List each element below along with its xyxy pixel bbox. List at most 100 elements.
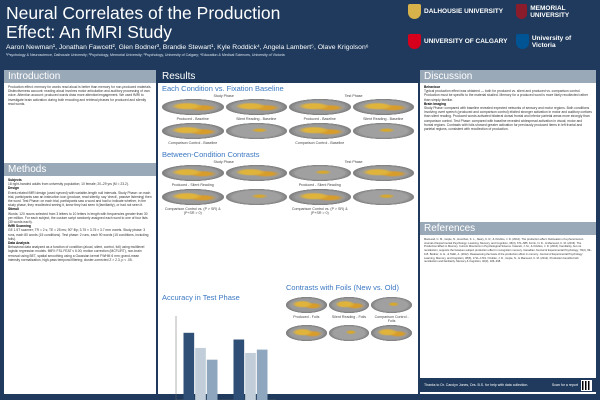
- analysis-text: Behavioral data analyzed as a function o…: [8, 245, 145, 262]
- brain-map-image: [328, 325, 370, 341]
- stimuli-label: Stimuli: [8, 207, 19, 212]
- brain-map-image: [371, 325, 412, 341]
- dalhousie-crest-icon: [408, 4, 421, 19]
- brain-map-image: [328, 297, 370, 313]
- foil-caption: Silent Reading - Foils: [331, 315, 367, 319]
- results-column: Results Each Condition vs. Fixation Base…: [158, 70, 418, 400]
- brain-map-image: [162, 99, 224, 115]
- foils-brain-grid: Produced - Foils Silent Reading - Foils …: [282, 296, 416, 342]
- brain-map-image: [352, 99, 414, 115]
- foils-heading: Contrasts with Foils (New vs. Old): [286, 283, 399, 292]
- design-label: Design: [8, 186, 19, 191]
- contrast-caption: [353, 183, 415, 187]
- university-logos: DALHOUSIE UNIVERSITY MEMORIAL UNIVERSITY…: [408, 4, 596, 66]
- contrast-caption: Comparison Control vs. (P > SR) & (P+SR …: [291, 207, 348, 215]
- analysis-label: Data Analysis: [8, 241, 30, 246]
- scan-label: Scan for a report: [551, 383, 578, 387]
- brain-caption: Produced - Baseline: [176, 117, 209, 121]
- victoria-logo: University of Victoria: [516, 34, 596, 49]
- between-condition-heading: Between-Condition Contrasts: [162, 150, 260, 159]
- baseline-brain-grid: Produced - Baseline Silent Reading - Bas…: [158, 98, 418, 146]
- brain-map-image: [352, 165, 414, 181]
- memorial-logo-text: MEMORIAL UNIVERSITY: [530, 4, 570, 19]
- brain-map-image: [225, 99, 287, 115]
- poster-footer: Thanks to Dr. Carolyn Jones, Drs. B.S. f…: [420, 378, 596, 392]
- stimuli-text: Words: 120 nouns selected from 3 letters…: [8, 211, 148, 225]
- accuracy-bar: [195, 347, 206, 400]
- accuracy-heading: Accuracy in Test Phase: [162, 293, 240, 302]
- right-column: Discussion Behaviour Typical production …: [420, 70, 596, 394]
- each-condition-heading: Each Condition vs. Fixation Baseline: [162, 84, 284, 93]
- imaging-text: GE 1.5T scanner; TR = 2 s; TE = 25 ms; 9…: [8, 228, 149, 241]
- imaging-label: fMRI Scanning: [8, 224, 31, 229]
- study-phase-label: Study Phase: [213, 94, 234, 98]
- affiliations: ¹Psychology & Neuroscience, Dalhousie Un…: [6, 53, 285, 57]
- brain-map-image: [289, 99, 351, 115]
- accuracy-chart: StudyTest: [162, 308, 280, 400]
- brain-map-image: [162, 165, 224, 181]
- methods-heading: Methods: [4, 163, 156, 176]
- author-list: Aaron Newman¹, Jonathan Fawcett², Glen B…: [6, 44, 369, 51]
- contrast-caption: [226, 207, 288, 215]
- brain-map-image: [286, 297, 327, 313]
- brain-map-image: [225, 165, 287, 181]
- methods-body: Subjects 18 right-handed adults from uni…: [4, 176, 156, 264]
- calgary-crest-icon: [408, 34, 421, 49]
- accuracy-bar: [256, 349, 268, 400]
- brain-imaging-text: Study Phase: compared with baseline reve…: [424, 106, 592, 132]
- brain-caption: Comparison Control - Baseline: [295, 141, 345, 145]
- accuracy-bar: [233, 339, 245, 400]
- behaviour-label: Behaviour: [424, 85, 441, 89]
- brain-map-image: [352, 189, 414, 205]
- brain-map-image: [286, 325, 327, 341]
- memorial-logo: MEMORIAL UNIVERSITY: [516, 4, 596, 19]
- contrast-caption: [353, 207, 415, 215]
- subjects-label: Subjects: [8, 178, 22, 182]
- discussion-heading: Discussion: [420, 70, 596, 83]
- foil-caption: Comparison Control - Foils: [374, 315, 409, 323]
- results-heading: Results: [158, 70, 418, 83]
- brain-map-image: [162, 123, 224, 139]
- accuracy-bar: [183, 332, 195, 400]
- study-phase-label: Study Phase: [213, 160, 234, 164]
- accuracy-bar-chart: StudyTest: [175, 316, 276, 400]
- brain-caption: Silent Reading - Baseline: [363, 117, 404, 121]
- memorial-crest-icon: [516, 4, 528, 19]
- accuracy-bar: [245, 352, 256, 400]
- qr-area: Scan for a report: [551, 379, 592, 391]
- phase-labels: Study Phase Test Phase: [158, 94, 418, 98]
- victoria-crest-icon: [516, 34, 529, 49]
- brain-map-image: [289, 165, 351, 181]
- accuracy-bar: [206, 359, 218, 400]
- contrast-caption: [226, 183, 288, 187]
- brain-caption: Comparison Control - Baseline: [168, 141, 218, 145]
- acknowledgements: Thanks to Dr. Carolyn Jones, Drs. B.S. f…: [424, 383, 529, 387]
- foil-caption: Produced - Foils: [293, 315, 320, 319]
- brain-imaging-label: Brain Imaging: [424, 101, 446, 106]
- between-phase-labels: Study Phase Test Phase: [158, 160, 418, 164]
- brain-map-image: [289, 123, 351, 139]
- brain-caption: [226, 141, 288, 145]
- contrast-caption: Comparison Control vs. (P > SR) & (P+SR …: [164, 207, 221, 215]
- dalhousie-logo: DALHOUSIE UNIVERSITY: [408, 4, 503, 19]
- intro-text: Production effect: memory for words read…: [8, 85, 152, 106]
- subjects-text: 18 right-handed adults from university p…: [8, 182, 129, 187]
- test-phase-label: Test Phase: [344, 94, 363, 98]
- brain-map-image: [225, 123, 287, 139]
- left-column: Introduction Production effect: memory f…: [4, 70, 156, 394]
- brain-map-image: [162, 189, 224, 205]
- qr-code-icon[interactable]: [581, 379, 592, 391]
- calgary-logo-text: UNIVERSITY OF CALGARY: [424, 38, 508, 45]
- discussion-body: Behaviour Typical production effect was …: [420, 83, 596, 133]
- brain-map-image: [225, 189, 287, 205]
- dalhousie-logo-text: DALHOUSIE UNIVERSITY: [424, 8, 504, 15]
- design-text: Event-related fMRI design (used synced) …: [8, 190, 152, 208]
- brain-map-image: [371, 297, 412, 313]
- poster-title: Neural Correlates of the Production Effe…: [6, 3, 281, 42]
- calgary-logo: UNIVERSITY OF CALGARY: [408, 34, 507, 49]
- references-text: MacLeod, C. M., Gopie, N., Hourihan, K. …: [424, 238, 592, 264]
- intro-heading: Introduction: [4, 70, 156, 83]
- victoria-logo-text: University of Victoria: [531, 34, 572, 49]
- brain-caption: Silent Reading - Baseline: [236, 117, 277, 121]
